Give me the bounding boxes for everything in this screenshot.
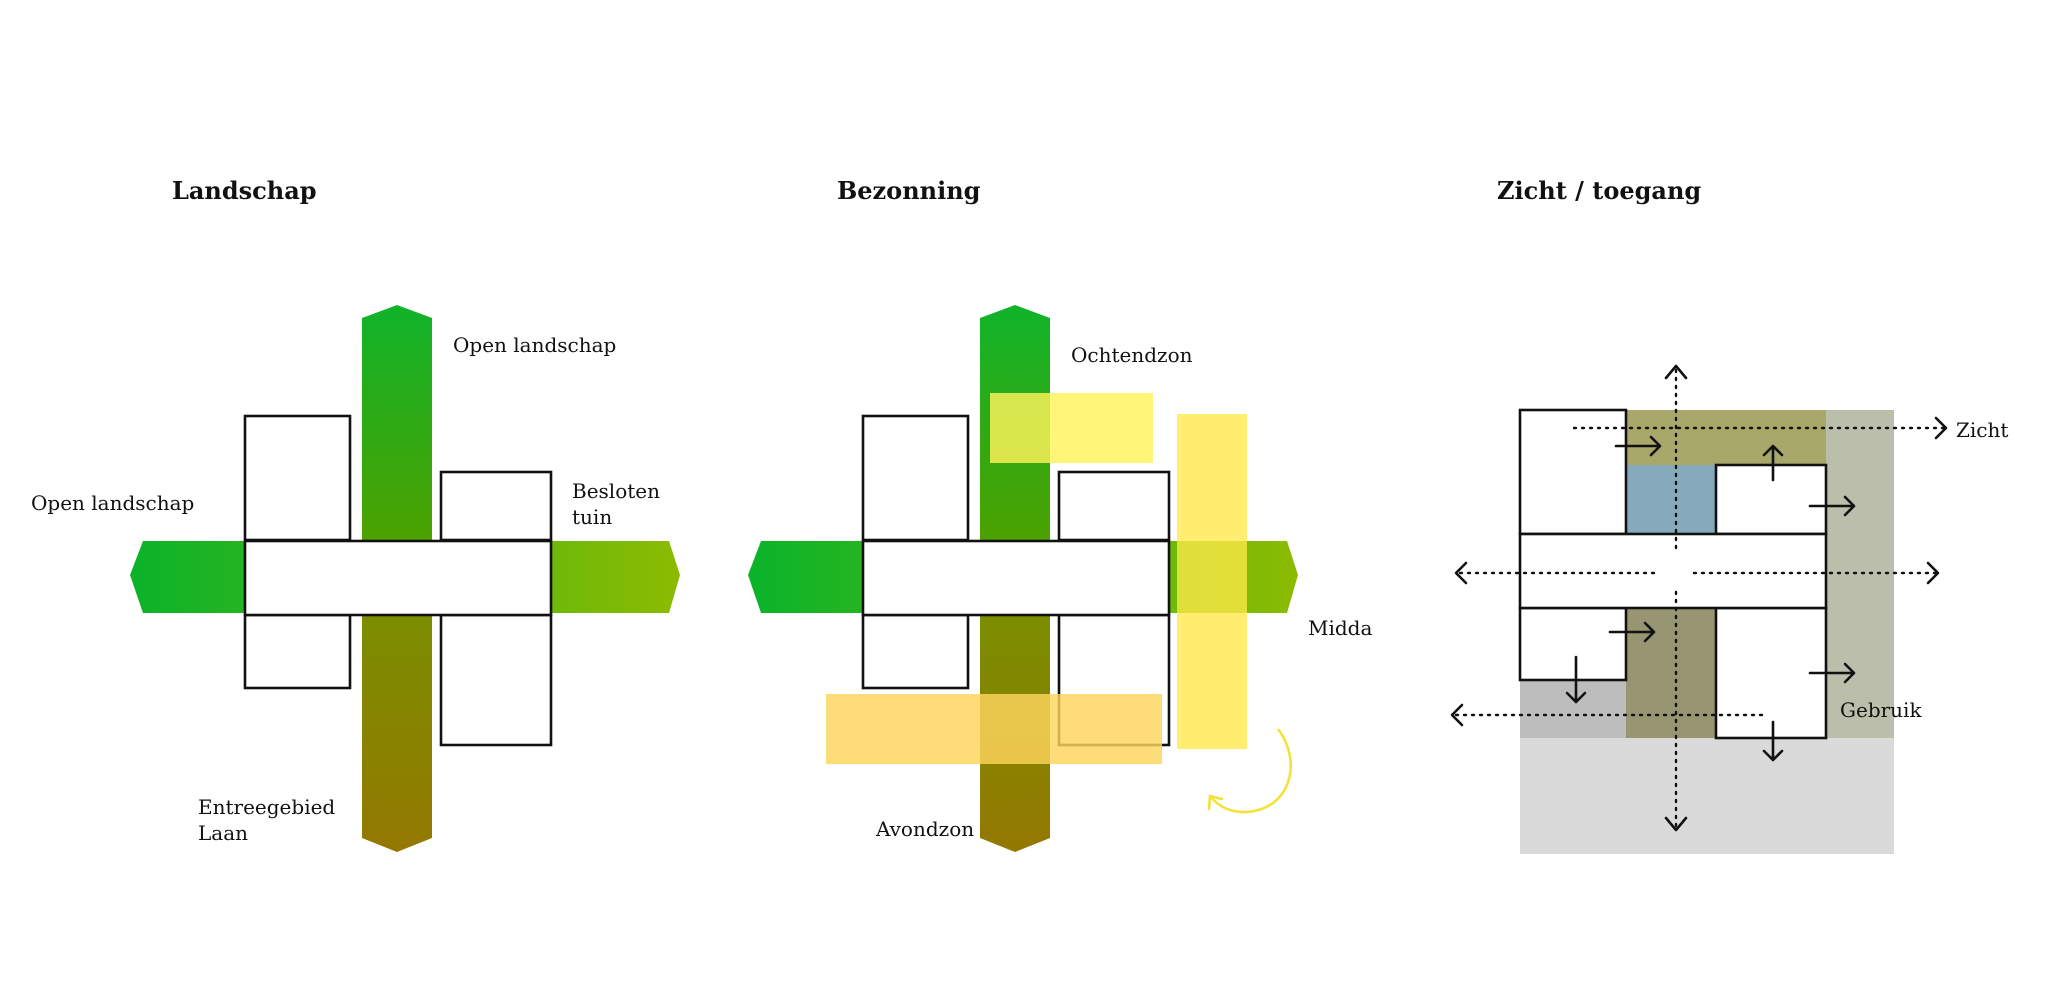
morning-sun-zone xyxy=(990,393,1153,463)
access-arrow-down-2 xyxy=(1762,720,1784,762)
panel-title: Bezonning xyxy=(837,176,981,205)
access-arrow-right-2 xyxy=(1808,495,1856,517)
building-block-bottom-left xyxy=(1518,606,1628,682)
access-arrow-right-3 xyxy=(1608,621,1656,643)
midday-sun-zone xyxy=(1177,414,1247,749)
label-entreegebied: Entreegebied xyxy=(198,795,335,819)
panel-title: Zicht / toegang xyxy=(1497,176,1701,205)
label-avondzon: Avondzon xyxy=(875,817,974,841)
building-block-bottom-left xyxy=(243,613,352,690)
label-middagzon: Midda xyxy=(1308,616,1372,640)
sight-arrowhead-right-middle xyxy=(1926,561,1940,585)
building-block-top-right xyxy=(1714,463,1828,536)
panel-zicht-toegang: Zicht / toegang Zi xyxy=(1450,176,2008,854)
sun-path-arrow xyxy=(1208,728,1292,814)
building-block-bottom-right xyxy=(1714,606,1828,740)
label-zicht: Zicht xyxy=(1956,418,2008,442)
building-block-bottom-right xyxy=(439,613,553,747)
label-besloten: Besloten xyxy=(572,479,660,503)
building-block-top-left xyxy=(1518,408,1628,536)
label-open-landschap-top: Open landschap xyxy=(453,333,616,357)
building-block-center xyxy=(861,539,1171,617)
zone-olive-top xyxy=(1626,410,1826,465)
zone-sage xyxy=(1826,410,1894,738)
panel-title: Landschap xyxy=(172,176,317,205)
access-arrow-down-1 xyxy=(1565,655,1587,704)
label-tuin: tuin xyxy=(572,505,612,529)
sight-arrowhead-left-bottom xyxy=(1450,703,1464,727)
sight-arrowhead-right-top xyxy=(1934,416,1948,440)
building-block-top-right xyxy=(1057,470,1171,542)
label-open-landschap-left: Open landschap xyxy=(31,491,194,515)
label-gebruik: Gebruik xyxy=(1840,698,1922,722)
building-block-top-right xyxy=(439,470,553,542)
zone-light-grey xyxy=(1520,738,1894,854)
zone-grey xyxy=(1520,680,1626,738)
zone-blue xyxy=(1626,465,1716,534)
sun-path-arrow-head xyxy=(1207,794,1224,811)
building-block-top-left xyxy=(861,414,970,542)
evening-sun-zone xyxy=(826,694,1162,764)
sight-arrowhead-up xyxy=(1664,364,1688,380)
building-block-center xyxy=(1518,532,1828,610)
label-laan: Laan xyxy=(198,821,248,845)
sight-arrowhead-left-middle xyxy=(1454,561,1468,585)
building-block-top-left xyxy=(243,414,352,542)
label-ochtendzon: Ochtendzon xyxy=(1071,343,1193,367)
access-arrow-right-1 xyxy=(1614,435,1662,457)
building-block-bottom-left xyxy=(861,613,970,690)
panel-bezonning: Bezonning Ochtendzon Midda Avondzon xyxy=(748,176,1372,852)
panel-landschap: Landschap Open landschap Open landschap … xyxy=(31,176,680,852)
sight-arrowhead-down xyxy=(1664,816,1688,832)
zone-olive-bottom xyxy=(1626,608,1716,738)
access-arrow-right-4 xyxy=(1808,662,1856,684)
building-block-center xyxy=(243,539,553,617)
access-arrow-up xyxy=(1762,444,1784,482)
